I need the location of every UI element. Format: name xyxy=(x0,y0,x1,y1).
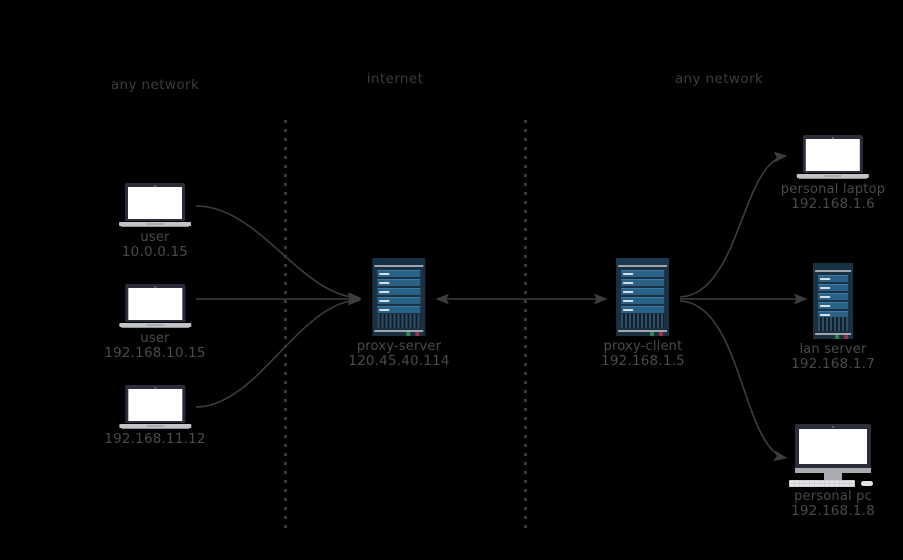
laptop-icon xyxy=(797,135,869,179)
node-caption: user 192.168.10.15 xyxy=(104,331,205,361)
node-user-2[interactable]: user 192.168.10.15 xyxy=(104,284,205,361)
node-caption: proxy-server 120.45.40.114 xyxy=(348,339,449,369)
node-caption: lan server 192.168.1.7 xyxy=(791,342,875,372)
node-caption: 192.168.11.12 xyxy=(104,432,205,447)
node-label: user xyxy=(140,331,170,346)
laptop-icon xyxy=(119,385,191,429)
node-label: user xyxy=(140,230,170,245)
node-proxy-client[interactable]: proxy-client 192.168.1.5 xyxy=(601,258,685,369)
node-proxy-server[interactable]: proxy-server 120.45.40.114 xyxy=(348,258,449,369)
laptop-icon xyxy=(119,284,191,328)
server-icon xyxy=(372,258,426,336)
node-ip: 120.45.40.114 xyxy=(348,353,450,369)
server-icon xyxy=(812,263,853,339)
node-personal-laptop[interactable]: personal laptop 192.168.1.6 xyxy=(781,135,885,212)
node-ip: 192.168.10.15 xyxy=(104,345,206,361)
node-caption: personal pc 192.168.1.8 xyxy=(787,489,879,519)
zone-divider-right xyxy=(524,120,527,528)
zone-divider-left xyxy=(284,120,287,528)
link-user3-proxyserver xyxy=(195,294,362,408)
node-ip: 192.168.1.5 xyxy=(601,353,685,369)
node-user-3[interactable]: 192.168.11.12 xyxy=(104,385,205,447)
node-caption: user 10.0.0.15 xyxy=(119,230,191,260)
laptop-icon xyxy=(119,183,191,227)
node-lan-server[interactable]: lan server 192.168.1.7 xyxy=(791,263,875,372)
node-label: personal laptop xyxy=(780,182,886,197)
node-label: personal pc xyxy=(794,489,872,504)
node-ip: 192.168.1.6 xyxy=(791,196,875,212)
link-proxyclient-personallaptop xyxy=(679,151,788,298)
node-label: proxy-server xyxy=(356,339,442,354)
zone-label-left: any network xyxy=(110,77,200,93)
zone-label-internet: internet xyxy=(366,71,424,87)
node-ip: 192.168.11.12 xyxy=(104,431,206,447)
link-user1-proxyserver xyxy=(195,205,362,304)
desktop-pc-icon xyxy=(787,424,879,487)
node-label: lan server xyxy=(799,342,867,357)
link-proxyclient-personalpc xyxy=(679,300,788,462)
node-caption: proxy-client 192.168.1.5 xyxy=(601,339,685,369)
node-ip: 192.168.1.8 xyxy=(791,503,875,519)
node-user-1[interactable]: user 10.0.0.15 xyxy=(119,183,191,260)
node-ip: 10.0.0.15 xyxy=(121,244,189,260)
node-ip: 192.168.1.7 xyxy=(791,356,875,372)
node-caption: personal laptop 192.168.1.6 xyxy=(781,182,885,212)
node-personal-pc[interactable]: personal pc 192.168.1.8 xyxy=(787,424,879,519)
zone-label-right: any network xyxy=(674,71,764,87)
node-label: proxy-client xyxy=(603,339,683,354)
server-icon xyxy=(616,258,670,336)
